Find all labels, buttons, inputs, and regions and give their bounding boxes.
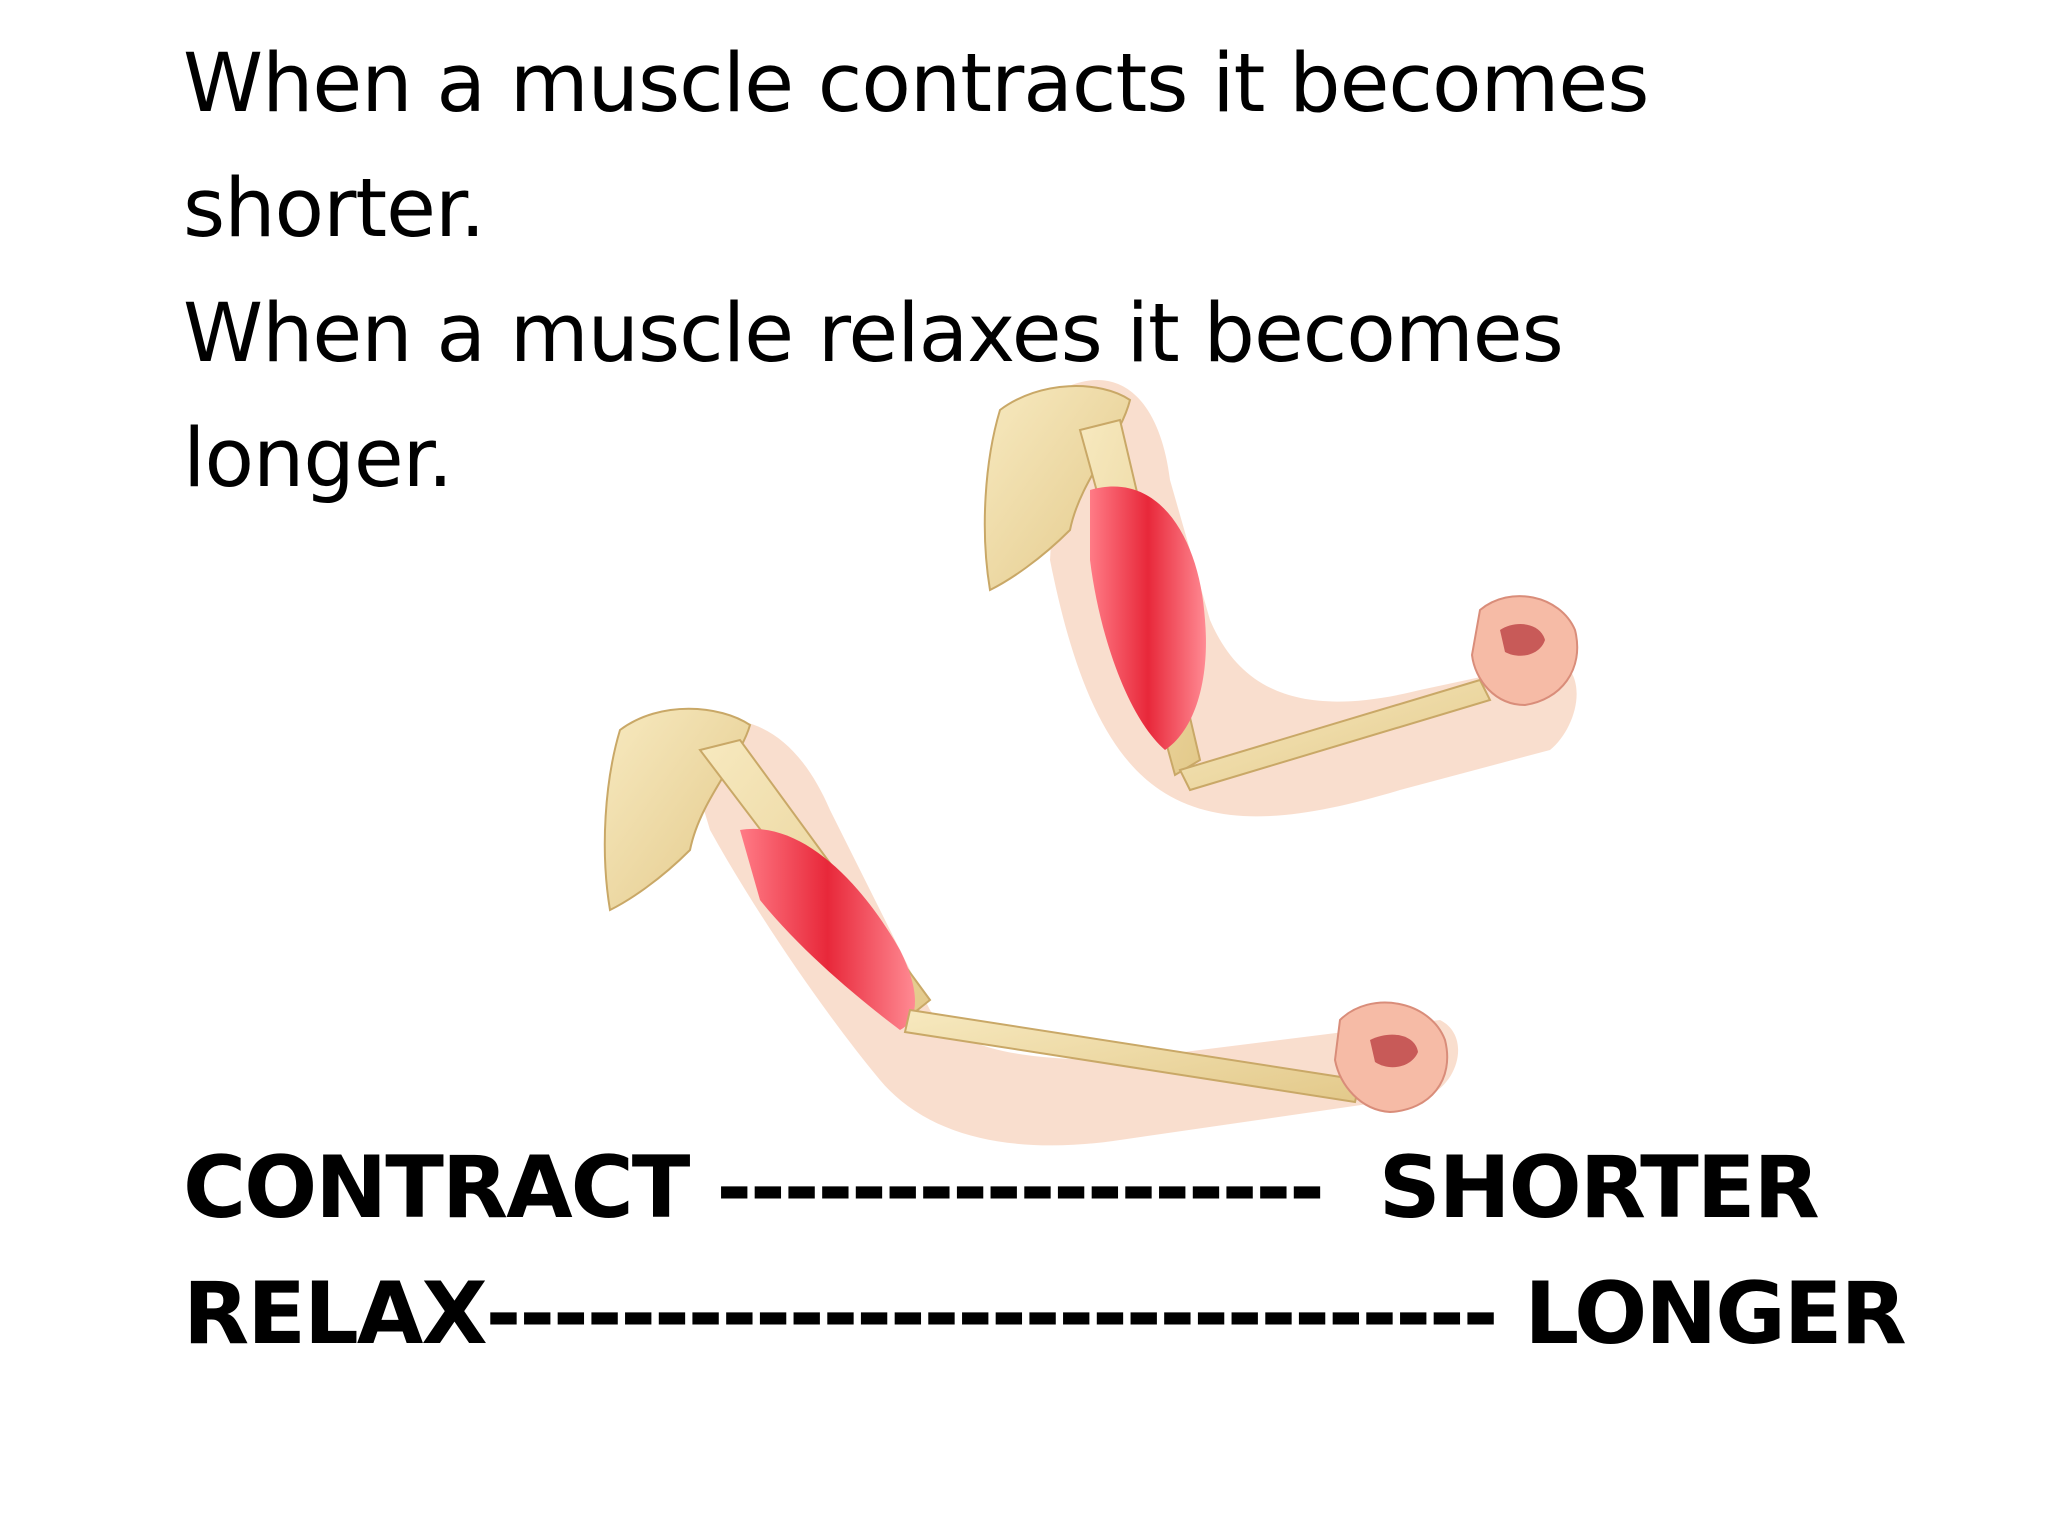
relaxed-arm bbox=[603, 707, 1459, 1146]
line-relax-1: When a muscle relaxes it becomes bbox=[183, 287, 1564, 381]
line-relax-2: longer. bbox=[183, 412, 453, 506]
contracted-arm-fingers bbox=[1500, 624, 1545, 656]
relation-relax: RELAX------------------------------ LONG… bbox=[183, 1264, 1983, 1364]
line-contract-2: shorter. bbox=[183, 162, 486, 256]
contracted-arm bbox=[983, 380, 1579, 817]
relation-contract-term: CONTRACT bbox=[183, 1138, 690, 1238]
relation-relax-connector: ------------------------------ bbox=[485, 1264, 1525, 1364]
relaxed-arm-fingers bbox=[1370, 1034, 1418, 1068]
relation-relax-result: LONGER bbox=[1524, 1264, 1906, 1364]
arm-muscles-illustration bbox=[603, 380, 1579, 1146]
line-contract-1: When a muscle contracts it becomes bbox=[183, 37, 1649, 131]
contracted-arm-biceps bbox=[1090, 486, 1206, 750]
relaxed-arm-biceps bbox=[740, 828, 915, 1030]
relaxed-arm-forearm-bones bbox=[903, 1008, 1362, 1104]
relaxed-arm-skin bbox=[680, 719, 1459, 1146]
explanation-text: When a muscle contracts it becomes short… bbox=[183, 22, 1883, 522]
relation-contract-connector: ------------------ bbox=[688, 1138, 1379, 1238]
relation-relax-term: RELAX bbox=[183, 1264, 488, 1364]
relation-contract-result: SHORTER bbox=[1378, 1138, 1820, 1238]
contracted-arm-forearm-bones bbox=[1178, 678, 1492, 792]
relation-contract: CONTRACT ------------------ SHORTER bbox=[183, 1138, 1983, 1238]
